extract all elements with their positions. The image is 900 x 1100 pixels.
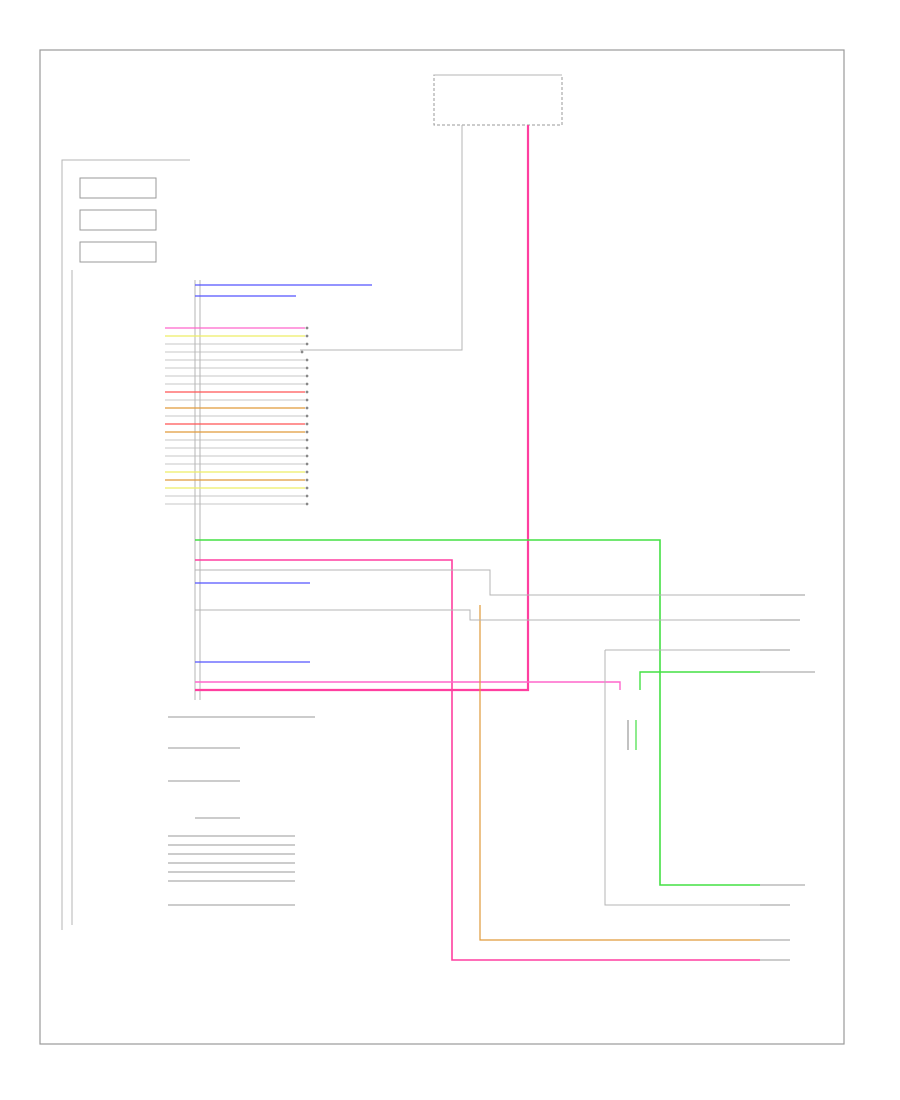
pin-row-terminal (305, 358, 309, 362)
left-module-outline (61, 159, 190, 930)
green-signal-wire (195, 539, 760, 886)
pin-row-terminal (305, 390, 309, 394)
pin-row-terminal (305, 470, 309, 474)
gray-feed-wire (300, 125, 463, 351)
pin-row-terminal (305, 334, 309, 338)
left-box-2 (79, 209, 157, 231)
pin-row-terminal (305, 374, 309, 378)
pink-power-wire (195, 125, 530, 692)
pin-row-terminal (305, 326, 309, 330)
green-wire-right (639, 671, 760, 690)
pin-row-terminal (305, 366, 309, 370)
pin-row-terminal (305, 502, 309, 506)
pin-row-terminal (305, 486, 309, 490)
pin-row-terminal (305, 430, 309, 434)
pin-row-terminal (305, 494, 309, 498)
pin-row-terminal (305, 478, 309, 482)
right-connector-ends (760, 594, 815, 961)
left-box-1 (79, 177, 157, 199)
sensor-element (627, 720, 637, 750)
pin-row-terminal (305, 342, 309, 346)
pin-row-terminal (305, 422, 309, 426)
pin-row-terminal (305, 406, 309, 410)
pin-row-terminal (305, 398, 309, 402)
pink-power-wire-lower (195, 559, 760, 961)
diagram-border (39, 49, 845, 1045)
pin-row-terminal (305, 446, 309, 450)
pin-row-terminal (305, 382, 309, 386)
pin-row-terminal (305, 454, 309, 458)
pin-row-terminal (305, 414, 309, 418)
orange-wire (479, 605, 760, 941)
fuse-box (433, 74, 563, 126)
pin-rows (165, 326, 309, 506)
gray-wire-right-1 (195, 569, 760, 596)
lower-left-wires (168, 716, 315, 906)
left-box-3 (79, 241, 157, 263)
gray-wire-right-4 (604, 650, 760, 906)
magenta-wire (195, 681, 621, 690)
pin-row-terminal (305, 438, 309, 442)
pin-row-terminal (305, 462, 309, 466)
gray-wire-right-2 (195, 609, 760, 621)
pin-row-terminal (300, 350, 304, 354)
